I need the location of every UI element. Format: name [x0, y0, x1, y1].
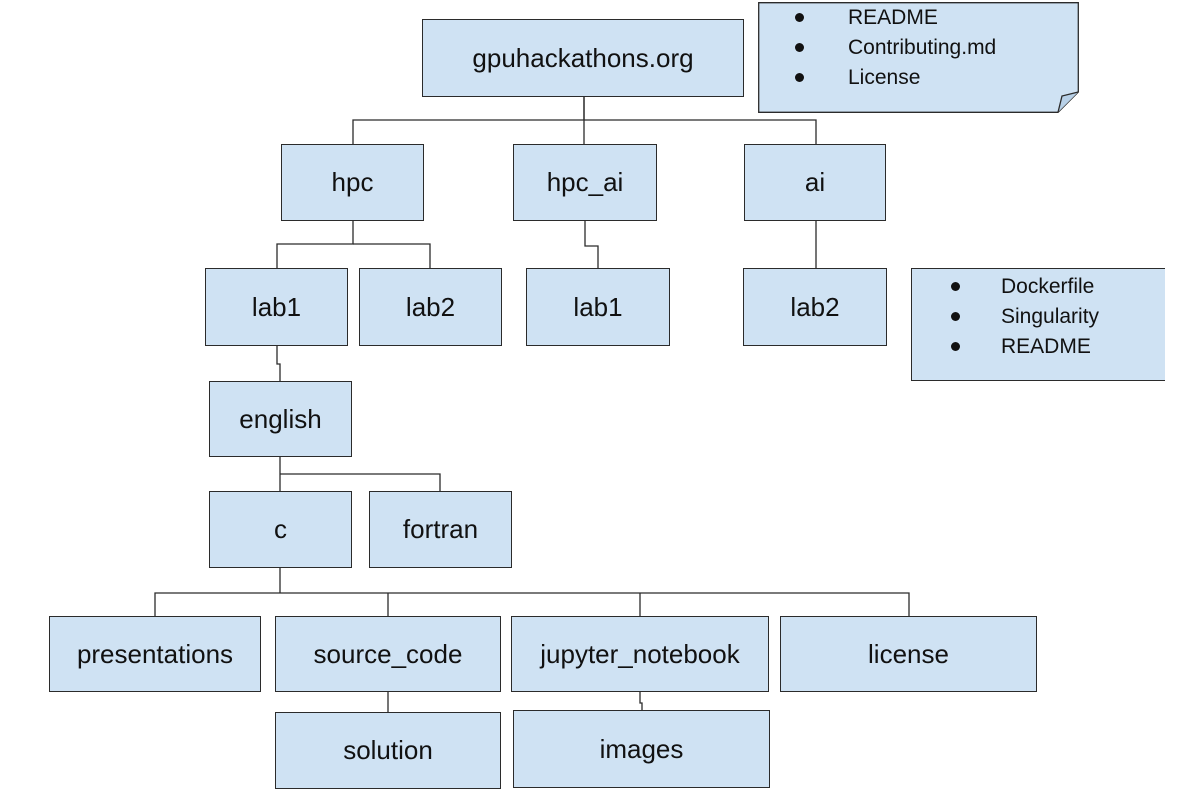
bullet-icon [951, 282, 960, 291]
node-presentations: presentations [49, 616, 261, 692]
lab-note-item: Singularity [912, 302, 1165, 332]
node-license: license [780, 616, 1037, 692]
bullet-icon [951, 342, 960, 351]
node-gpuhackathons-org: gpuhackathons.org [422, 19, 744, 97]
connector-c-presentations [154, 592, 910, 616]
bullet-icon [795, 43, 804, 52]
root-note-item: License [758, 63, 1079, 93]
root-note-item: README [758, 3, 1079, 33]
node-fortran: fortran [369, 491, 512, 568]
bullet-icon [951, 312, 960, 321]
connector-lab1-english [276, 346, 281, 381]
node-hpc-lab2: lab2 [359, 268, 502, 346]
root-note-item: Contributing.md [758, 33, 1079, 63]
connector-english-fortran [280, 473, 441, 491]
root-files-note: README Contributing.md License [758, 2, 1079, 113]
lab-note-item: Dockerfile [912, 272, 1165, 302]
connector-root-ai [584, 119, 817, 144]
node-ai: ai [744, 144, 886, 221]
folded-note-shape [758, 2, 1079, 113]
connector-hpc-lab2 [353, 243, 431, 268]
connector-jupyter-images [639, 692, 643, 712]
node-ai-lab2: lab2 [743, 268, 887, 346]
node-images: images [513, 710, 770, 788]
connector-hpc-ai-lab1 [584, 221, 599, 268]
node-hpc-ai-lab1: lab1 [526, 268, 670, 346]
node-hpc-ai: hpc_ai [513, 144, 657, 221]
node-c: c [209, 491, 352, 568]
lab-files-note: Dockerfile Singularity README [911, 268, 1165, 381]
node-source-code: source_code [275, 616, 501, 692]
connector-root-hpc [352, 97, 585, 144]
bullet-icon [795, 13, 804, 22]
lab-note-item: README [912, 332, 1165, 362]
node-solution: solution [275, 712, 501, 789]
node-hpc-lab1: lab1 [205, 268, 348, 346]
node-jupyter-notebook: jupyter_notebook [511, 616, 769, 692]
bullet-icon [795, 73, 804, 82]
connector-hpc-lab1 [276, 221, 354, 268]
node-english: english [209, 381, 352, 457]
node-hpc: hpc [281, 144, 424, 221]
